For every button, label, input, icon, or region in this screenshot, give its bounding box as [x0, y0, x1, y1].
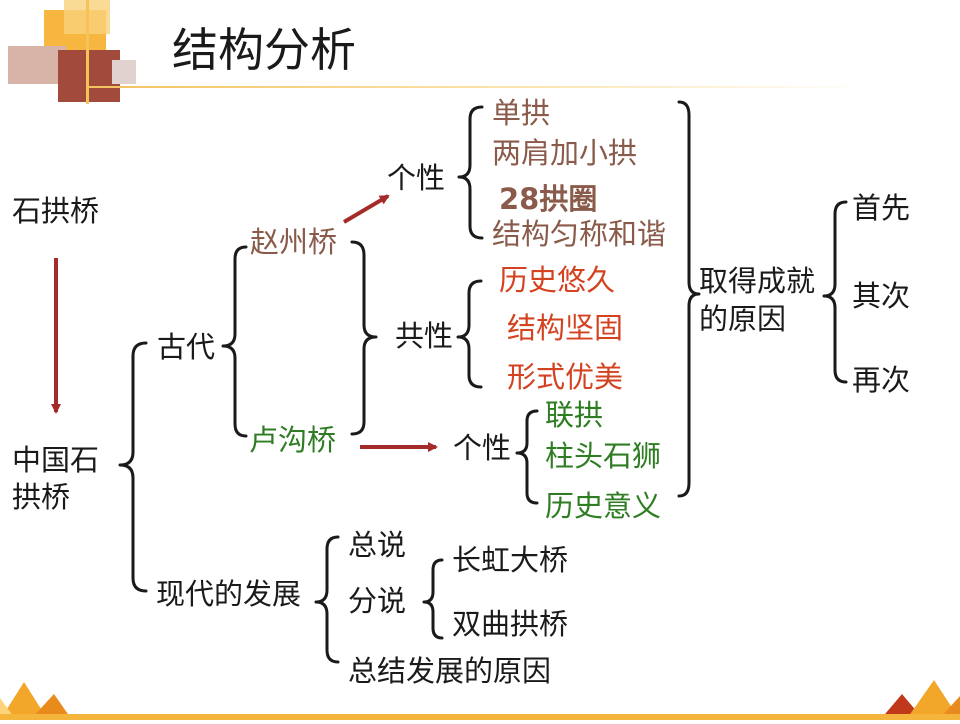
- common-trait-3: 形式优美: [507, 360, 624, 394]
- modern-general: 总说: [348, 528, 407, 562]
- header-underline: [88, 86, 870, 88]
- modern-summary: 总结发展的原因: [348, 654, 552, 688]
- footer-decoration-left: [0, 668, 72, 720]
- brace-lugou-traits: [515, 409, 539, 505]
- root-bottom-label-1: 中国石: [12, 443, 100, 477]
- common-trait-label: 共性: [395, 319, 454, 353]
- lugou-trait-1: 联拱: [545, 398, 604, 432]
- modern-label: 现代的发展: [156, 577, 302, 611]
- header-decoration: [0, 0, 140, 108]
- lugou-bridge-label: 卢沟桥: [249, 423, 337, 457]
- zhaozhou-trait-label: 个性: [387, 161, 446, 195]
- brace-zhaozhou-traits: [457, 105, 484, 240]
- zhaozhou-trait-4: 结构匀称和谐: [492, 217, 667, 251]
- footer-bar: [0, 714, 960, 720]
- ancient-label: 古代: [157, 330, 216, 364]
- reason-2: 其次: [852, 279, 911, 313]
- footer-decoration-right: [880, 668, 960, 720]
- lugou-trait-3: 历史意义: [545, 489, 662, 523]
- zhaozhou-bridge-label: 赵州桥: [250, 225, 338, 259]
- reason-1: 首先: [852, 191, 911, 225]
- common-trait-1: 历史悠久: [499, 263, 616, 297]
- lugou-trait-2: 柱头石狮: [545, 439, 662, 473]
- brace-common-traits: [456, 279, 483, 389]
- brace-ancient: [221, 245, 248, 438]
- page-title: 结构分析: [172, 23, 356, 77]
- result-label-2: 的原因: [699, 302, 787, 336]
- brace-root: [118, 341, 148, 593]
- brace-reasons: [822, 200, 848, 384]
- zhaozhou-trait-3: 28拱圈: [499, 182, 598, 216]
- common-trait-2: 结构坚固: [507, 311, 624, 345]
- brace-modern: [314, 535, 340, 664]
- zhaozhou-trait-2: 两肩加小拱: [492, 136, 638, 170]
- root-top-label: 石拱桥: [12, 194, 100, 228]
- root-bottom-label-2: 拱桥: [12, 480, 71, 514]
- modern-detail-item-2: 双曲拱桥: [452, 607, 569, 641]
- modern-detail-item-1: 长虹大桥: [452, 543, 569, 577]
- brace-common-join: [350, 240, 378, 436]
- modern-detail: 分说: [348, 584, 407, 618]
- brace-detail-items: [422, 558, 444, 640]
- zhaozhou-trait-1: 单拱: [492, 96, 551, 130]
- arrow-zhaozhou-trait: [342, 194, 390, 224]
- brace-result: [677, 100, 701, 498]
- lugou-trait-label: 个性: [453, 431, 512, 465]
- result-label-1: 取得成就: [699, 264, 816, 298]
- reason-3: 再次: [852, 363, 911, 397]
